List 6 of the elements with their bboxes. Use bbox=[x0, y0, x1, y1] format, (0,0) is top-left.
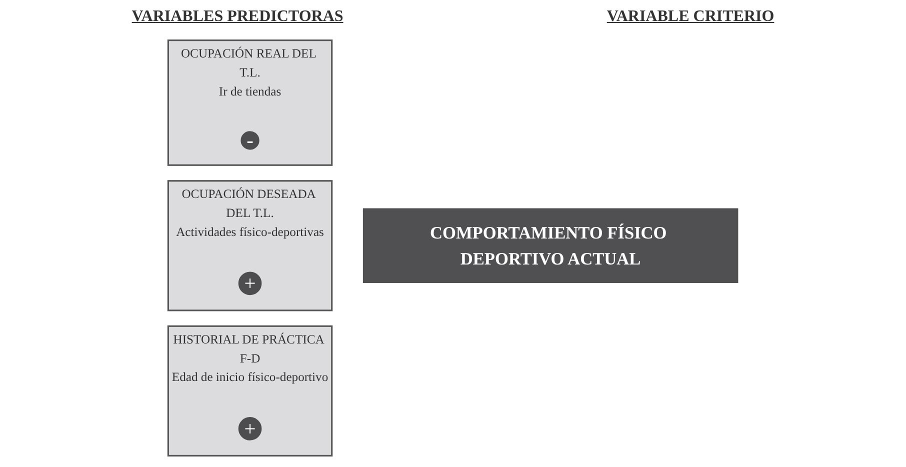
node-circle: - bbox=[240, 131, 260, 150]
column-heading: VARIABLES PREDICTORAS bbox=[132, 8, 344, 26]
node-box: COMPORTAMIENTO FÍSICO DEPORTIVO ACTUAL bbox=[362, 208, 738, 283]
node-circle: + bbox=[238, 417, 262, 440]
column-heading: VARIABLE CRITERIO bbox=[606, 8, 774, 26]
node-circle: + bbox=[238, 272, 262, 296]
